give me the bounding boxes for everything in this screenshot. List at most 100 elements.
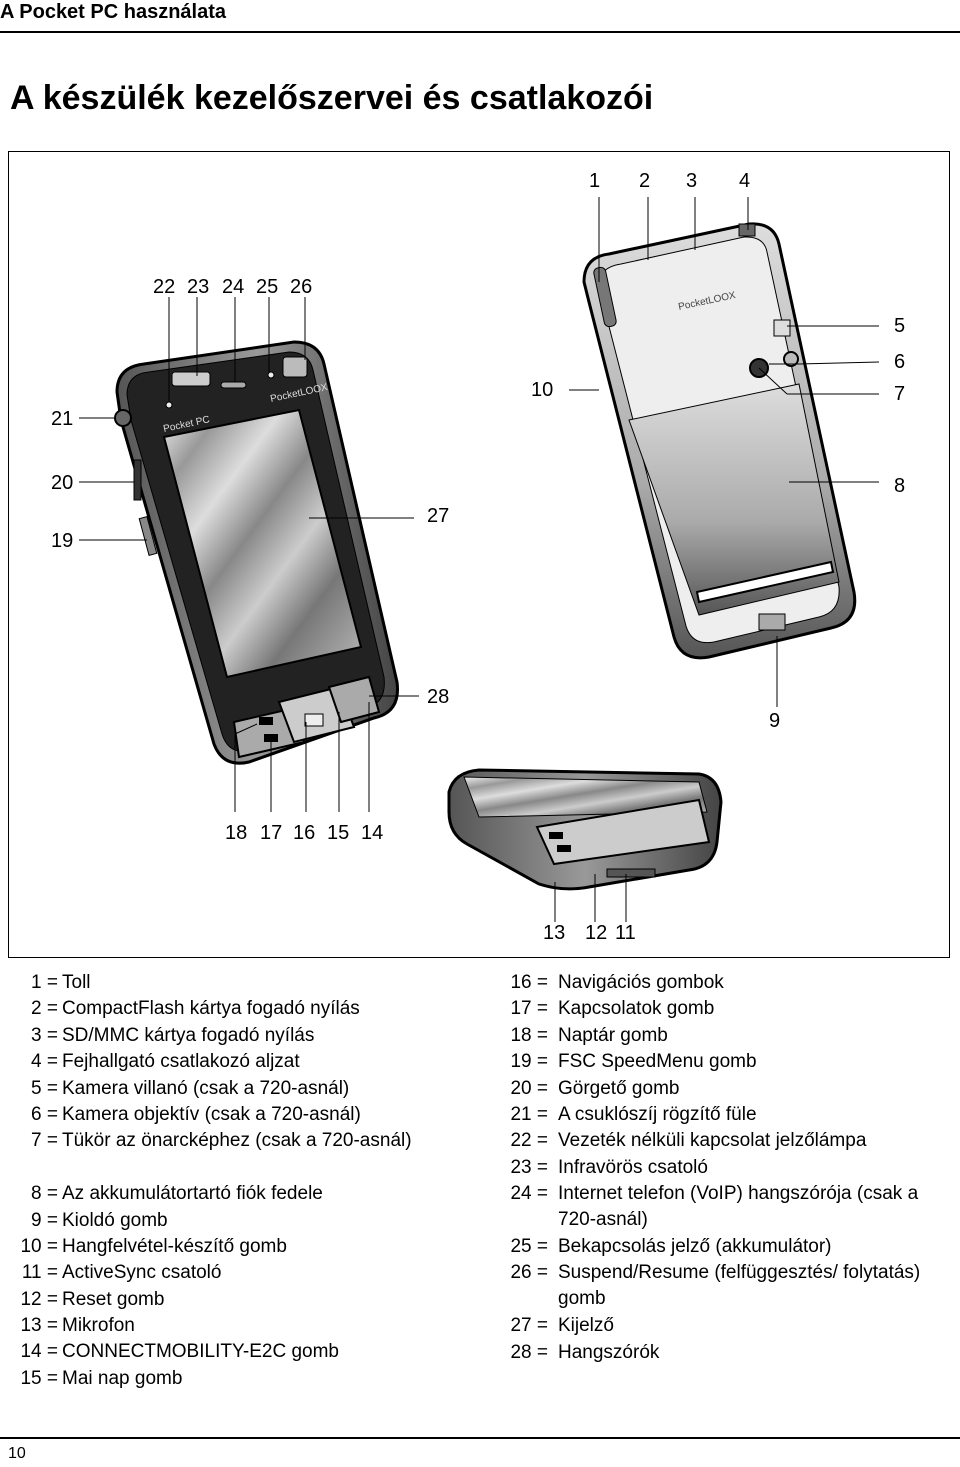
- legend-item: 6 =Kamera objektív (csak a 720-asnál): [0, 1102, 470, 1128]
- legend-text: Kijelző: [558, 1315, 614, 1337]
- legend-item: 16 = Navigációs gombok: [488, 970, 958, 996]
- callout-20: 20: [51, 472, 74, 494]
- legend-text: Fejhallgató csatlakozó aljzat: [62, 1051, 300, 1073]
- legend-number: 21 =: [510, 1103, 548, 1125]
- legend-number: 24 =: [510, 1183, 548, 1205]
- callout-1: 1: [589, 170, 601, 192]
- header-title: A Pocket PC használata: [0, 1, 227, 23]
- legend-text: Navigációs gombok: [558, 972, 724, 993]
- legend-item: 1 =Toll: [0, 970, 470, 996]
- legend-text: Kamera objektív (csak a 720-asnál): [62, 1103, 361, 1125]
- callout-23: 23: [187, 276, 210, 298]
- legend-item: 27 = Kijelző: [488, 1313, 958, 1339]
- legend-text: Kioldó gomb: [62, 1209, 168, 1231]
- callout-8: 8: [894, 475, 906, 497]
- page-header: A Pocket PC használata: [0, 0, 960, 33]
- legend-item: 25 =Bekapcsolás jelző (akkumulátor): [488, 1234, 958, 1260]
- legend-number: 27 =: [510, 1315, 548, 1337]
- legend-item: 11 =ActiveSync csatoló: [0, 1260, 470, 1286]
- back-device: PocketLOOX: [582, 222, 857, 660]
- callout-13: 13: [543, 922, 566, 944]
- callout-24: 24: [222, 276, 245, 298]
- callout-15: 15: [327, 822, 350, 844]
- legend-item: 18 =Naptár gomb: [488, 1023, 958, 1049]
- leader-lines: [79, 197, 880, 922]
- legend-text: CONNECTMOBILITY-E2C gomb: [62, 1341, 339, 1363]
- legend-item: 23 =Infravörös csatoló: [488, 1155, 958, 1181]
- legend-text: Mai nap gomb: [62, 1367, 183, 1389]
- header-rule: [0, 31, 960, 33]
- legend-right: 16 = Navigációs gombok 17 = Kapcsolatok gom…: [488, 970, 958, 1366]
- legend-text: Görgető gomb: [558, 1077, 680, 1099]
- legend-text: Hangszórók: [558, 1341, 660, 1363]
- callout-28: 28: [427, 686, 450, 708]
- legend-number: 8 =: [31, 1183, 58, 1205]
- legend-text: ActiveSync csatoló: [62, 1262, 222, 1284]
- legend-number: 16 =: [510, 972, 548, 993]
- callout-9: 9: [769, 710, 781, 732]
- legend-item: 24 = Internet telefon (VoIP) hangszórója …: [488, 1181, 958, 1234]
- legend-text: FSC SpeedMenu gomb: [558, 1051, 757, 1073]
- legend-text: Naptár gomb: [558, 1024, 668, 1046]
- legend-number: 28 =: [510, 1341, 548, 1363]
- callout-22: 22: [153, 276, 176, 298]
- legend-item: 4 =Fejhallgató csatlakozó aljzat: [0, 1049, 470, 1075]
- legend-text: Kapcsolatok gomb: [558, 998, 715, 1020]
- footer-rule: [0, 1437, 960, 1439]
- callout-18: 18: [225, 822, 248, 844]
- legend-item: 14 =CONNECTMOBILITY-E2C gomb: [0, 1339, 470, 1365]
- legend-item: 7 =Tükör az önarcképhez (csak a 720-asná…: [0, 1128, 470, 1181]
- legend-item: 12 =Reset gomb: [0, 1287, 470, 1313]
- legend-text: Toll: [62, 972, 91, 993]
- legend-number: 22 =: [510, 1130, 548, 1152]
- legend-number: 23 =: [510, 1156, 548, 1178]
- legend-number: 15 =: [20, 1367, 58, 1389]
- legend-number: 7 =: [31, 1130, 58, 1152]
- callout-7: 7: [894, 383, 906, 405]
- legend-number: 10 =: [20, 1235, 58, 1257]
- legend-item: 9 =Kioldó gomb: [0, 1208, 470, 1234]
- callout-10: 10: [531, 379, 554, 401]
- legend-number: 9 =: [31, 1209, 58, 1231]
- legend-number: 17 =: [510, 998, 548, 1020]
- legend-text: Suspend/Resume (felfüggesztés/ folytatás…: [558, 1262, 921, 1310]
- legend-item: 5 =Kamera villanó (csak a 720-asnál): [0, 1076, 470, 1102]
- callout-14: 14: [361, 822, 384, 844]
- callout-27: 27: [427, 505, 450, 527]
- device-figure: Pocket PC PocketLOOX PocketLOOX: [8, 151, 950, 958]
- callout-4: 4: [739, 170, 751, 192]
- legend-item: 17 = Kapcsolatok gomb: [488, 996, 958, 1022]
- callout-12: 12: [585, 922, 608, 944]
- callout-19: 19: [51, 530, 74, 552]
- legend-text: Internet telefon (VoIP) hangszórója (csa…: [558, 1183, 919, 1231]
- callout-16: 16: [293, 822, 316, 844]
- legend-number: 12 =: [20, 1288, 58, 1310]
- legend-number: 3 =: [31, 1024, 58, 1046]
- legend-item: 22 = Vezeték nélküli kapcsolat jelzőlámpa: [488, 1128, 958, 1154]
- page-title: A készülék kezelőszervei és csatlakozói: [10, 79, 654, 117]
- legend-item: 2 =CompactFlash kártya fogadó nyílás: [0, 996, 470, 1022]
- legend-item: 28 = Hangszórók: [488, 1340, 958, 1366]
- legend-item: 26 = Suspend/Resume (felfüggesztés/ folyt…: [488, 1260, 958, 1313]
- legend-text: A csuklószíj rögzítő füle: [558, 1103, 757, 1125]
- legend-number: 11 =: [21, 1262, 58, 1284]
- legend-number: 13 =: [20, 1315, 58, 1337]
- legend-item: 8 =Az akkumulátortartó fiók fedele: [0, 1181, 470, 1207]
- legend-item: 13 =Mikrofon: [0, 1313, 470, 1339]
- legend-text: Mikrofon: [62, 1315, 135, 1337]
- callout-5: 5: [894, 315, 906, 337]
- callout-25: 25: [256, 276, 279, 298]
- legend-text: Vezeték nélküli kapcsolat jelzőlámpa: [558, 1130, 867, 1152]
- legend-number: 4 =: [31, 1051, 58, 1073]
- callout-26: 26: [290, 276, 313, 298]
- callout-2: 2: [639, 170, 651, 192]
- legend-text: CompactFlash kártya fogadó nyílás: [62, 998, 360, 1020]
- legend-number: 6 =: [31, 1103, 58, 1125]
- legend-item: 10 =Hangfelvétel-készítő gomb: [0, 1234, 470, 1260]
- legend-number: 25 =: [510, 1235, 548, 1257]
- legend-text: Hangfelvétel-készítő gomb: [62, 1235, 287, 1257]
- callout-21: 21: [51, 408, 74, 430]
- page-number: 10: [8, 1445, 26, 1462]
- legend-number: 26 =: [510, 1262, 548, 1284]
